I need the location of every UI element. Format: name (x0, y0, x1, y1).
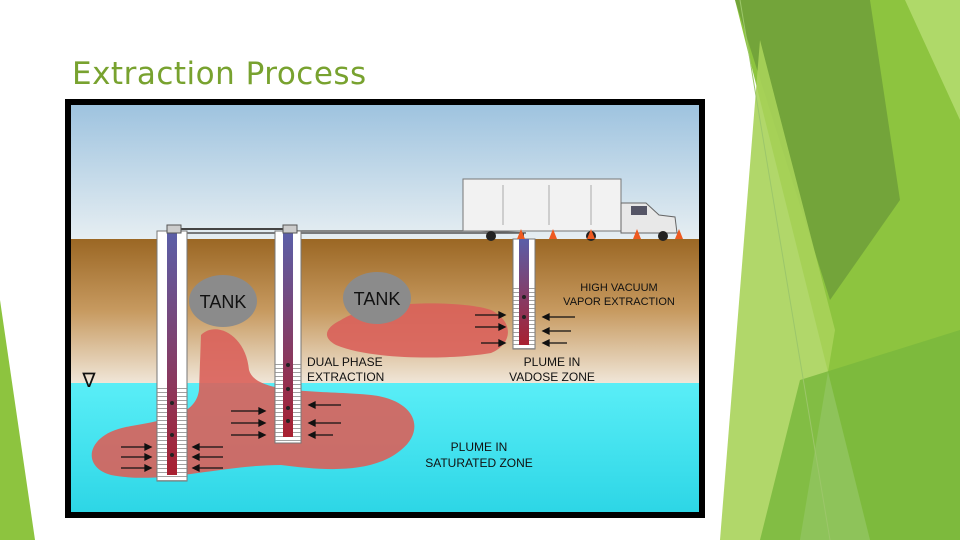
well-3-pipe (519, 239, 529, 345)
tank-right-label: TANK (354, 289, 401, 309)
extraction-diagram-frame: TANK TANK HIGH VACUUM VAPOR EXTRACTION D… (65, 99, 705, 518)
truck-wheel-1 (486, 231, 496, 241)
slide-title: Extraction Process (72, 56, 367, 92)
plume-vadose-label-1: PLUME IN (524, 355, 581, 369)
dual-phase-label-1: DUAL PHASE (307, 355, 383, 369)
traffic-cones (517, 229, 683, 239)
well-2-pipe (283, 231, 293, 437)
vacuum-truck (462, 178, 678, 241)
well-1-pipe (167, 231, 177, 475)
truck-window (631, 206, 647, 215)
water-table-symbol: ∇ (81, 370, 96, 392)
extraction-diagram: TANK TANK HIGH VACUUM VAPOR EXTRACTION D… (71, 105, 699, 512)
truck-wheel-3 (658, 231, 668, 241)
facet-line (739, 0, 831, 540)
well-2-cap (282, 224, 298, 234)
facet-dark (735, 0, 900, 300)
dual-phase-label-2: EXTRACTION (307, 370, 384, 384)
tank-left-label: TANK (200, 292, 247, 312)
flow-arrows (121, 310, 575, 473)
tank-left (189, 275, 257, 327)
plume-saturated-label-2: SATURATED ZONE (425, 456, 533, 470)
tank-right (343, 272, 411, 324)
facet-bottom (760, 330, 960, 540)
truck-box (462, 178, 622, 232)
well-fluid-dots (170, 295, 526, 457)
plume-vadose-label-2: VADOSE ZONE (509, 370, 595, 384)
facet-left-sliver (0, 300, 35, 540)
facet-top-corner (905, 0, 960, 120)
high-vacuum-label-2: VAPOR EXTRACTION (563, 296, 675, 308)
well-1-cap (166, 224, 182, 234)
high-vacuum-label-1: HIGH VACUUM (580, 282, 657, 294)
plume-saturated-label-1: PLUME IN (451, 440, 508, 454)
